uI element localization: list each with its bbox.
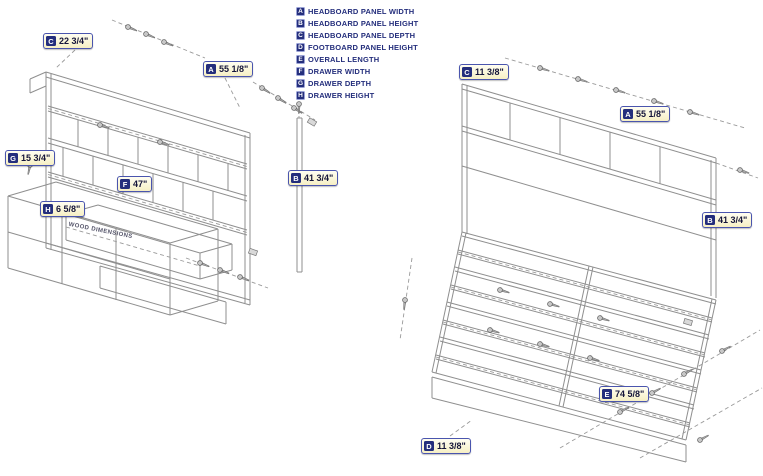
legend-key-badge: B (296, 18, 305, 28)
dimension-value: 11 3/8" (437, 441, 466, 451)
dimension-label: C 11 3/8" (459, 64, 509, 80)
dimension-label: F 47" (117, 176, 153, 192)
dimension-value: 22 3/4" (59, 36, 89, 46)
legend-item: F DRAWER WIDTH (296, 66, 418, 76)
legend-item-label: HEADBOARD PANEL WIDTH (308, 6, 415, 16)
legend-item-label: DRAWER WIDTH (308, 66, 371, 76)
dimension-value: 6 5/8" (56, 204, 81, 214)
dimension-label: A 55 1/8" (203, 61, 254, 77)
legend-item-label: OVERALL LENGTH (308, 54, 380, 64)
legend-item: C HEADBOARD PANEL DEPTH (296, 30, 418, 40)
dimension-value: 11 3/8" (475, 67, 504, 77)
dimension-label: B 41 3/4" (702, 212, 753, 228)
legend-key-badge: E (296, 54, 305, 64)
dimension-value: 41 3/4" (718, 215, 748, 225)
left-assembly-drawing (7, 71, 303, 325)
dimension-key-badge: E (602, 389, 612, 399)
dimension-key-badge: C (46, 36, 56, 46)
dimension-key-badge: D (424, 441, 434, 451)
dimension-key-badge: B (705, 215, 715, 225)
legend-item: G DRAWER DEPTH (296, 78, 418, 88)
dimension-value: 55 1/8" (636, 109, 666, 119)
dimension-value: 55 1/8" (219, 64, 249, 74)
dimension-label: A 55 1/8" (620, 106, 671, 122)
right-assembly-drawing (431, 83, 717, 463)
dimension-key-badge: A (623, 109, 633, 119)
legend-key-badge: H (296, 90, 305, 100)
legend: A HEADBOARD PANEL WIDTH B HEADBOARD PANE… (296, 6, 418, 100)
dimension-value: 15 3/4" (21, 153, 51, 163)
legend-item: E OVERALL LENGTH (296, 54, 418, 64)
legend-key-badge: F (296, 66, 305, 76)
legend-item: A HEADBOARD PANEL WIDTH (296, 6, 418, 16)
dimension-label: G 15 3/4" (5, 150, 56, 166)
dimension-label: D 11 3/8" (421, 438, 471, 454)
legend-key-badge: G (296, 78, 305, 88)
dimension-value: 74 5/8" (615, 389, 645, 399)
legend-item-label: HEADBOARD PANEL HEIGHT (308, 18, 419, 28)
dimension-value: 47" (133, 179, 148, 189)
legend-item-label: FOOTBOARD PANEL HEIGHT (308, 42, 418, 52)
dimension-key-badge: C (462, 67, 472, 77)
legend-item-label: DRAWER DEPTH (308, 78, 372, 88)
legend-item: B HEADBOARD PANEL HEIGHT (296, 18, 418, 28)
dimension-label: H 6 5/8" (40, 201, 86, 217)
dimension-key-badge: H (43, 204, 53, 214)
legend-item: H DRAWER HEIGHT (296, 90, 418, 100)
legend-item-label: DRAWER HEIGHT (308, 90, 375, 100)
dimension-value: 41 3/4" (304, 173, 334, 183)
dimension-key-badge: G (8, 153, 18, 163)
dimension-label: C 22 3/4" (43, 33, 94, 49)
legend-item: D FOOTBOARD PANEL HEIGHT (296, 42, 418, 52)
legend-key-badge: D (296, 42, 305, 52)
legend-key-badge: A (296, 6, 305, 16)
dimension-label: E 74 5/8" (599, 386, 650, 402)
dimension-key-badge: F (120, 179, 130, 189)
dimension-label: B 41 3/4" (288, 170, 339, 186)
dimension-key-badge: A (206, 64, 216, 74)
legend-item-label: HEADBOARD PANEL DEPTH (308, 30, 416, 40)
dimension-key-badge: B (291, 173, 301, 183)
legend-key-badge: C (296, 30, 305, 40)
